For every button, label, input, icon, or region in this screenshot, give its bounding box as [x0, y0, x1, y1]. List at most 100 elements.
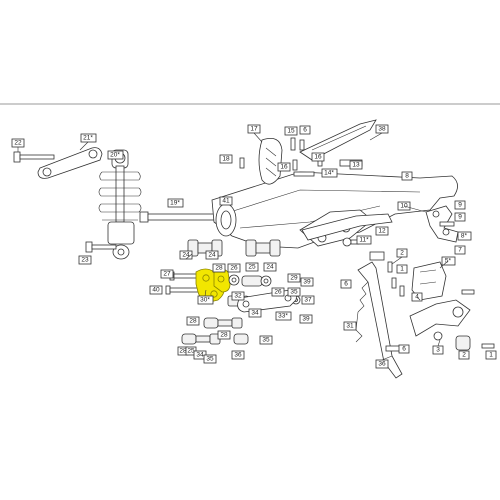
- svg-text:25: 25: [248, 264, 256, 271]
- chain-guide-38: [299, 119, 377, 161]
- label-28-c: 28: [217, 330, 231, 340]
- label-1-low: 1: [485, 350, 497, 360]
- label-6-low: 6: [398, 344, 410, 354]
- label-26-b: 26: [271, 287, 285, 297]
- label-19: 19*: [167, 198, 184, 208]
- svg-text:29: 29: [290, 275, 298, 282]
- lower-bushings: [181, 317, 249, 345]
- svg-text:2: 2: [400, 250, 404, 257]
- label-7: 7: [454, 245, 466, 255]
- svg-text:36: 36: [378, 361, 386, 368]
- label-35-c: 35: [203, 354, 217, 364]
- svg-text:33*: 33*: [278, 313, 288, 320]
- label-34-a: 34: [248, 308, 262, 318]
- svg-text:21*: 21*: [83, 135, 93, 142]
- svg-text:6: 6: [402, 346, 406, 353]
- swingarm: [211, 171, 458, 249]
- svg-text:36: 36: [234, 352, 242, 359]
- svg-text:16: 16: [280, 164, 288, 171]
- label-6-mid: 6: [340, 279, 352, 289]
- label-31: 31: [343, 321, 357, 331]
- svg-text:11*: 11*: [359, 237, 369, 244]
- label-40: 40: [149, 285, 163, 295]
- bolt-22: [13, 151, 55, 163]
- bolt-23: [85, 241, 117, 253]
- label-13: 13: [349, 160, 363, 170]
- footpeg-bracket: [425, 205, 459, 243]
- svg-text:23: 23: [81, 257, 89, 264]
- label-21: 21*: [80, 133, 97, 143]
- svg-text:41: 41: [222, 198, 230, 205]
- label-28-a: 28: [212, 263, 226, 273]
- label-1-top: 1: [396, 264, 408, 274]
- svg-text:26: 26: [230, 265, 238, 272]
- dogbone-33: [237, 289, 297, 313]
- svg-text:7: 7: [458, 247, 462, 254]
- label-24-b: 24: [205, 250, 219, 260]
- label-28-b: 28: [186, 316, 200, 326]
- svg-text:35: 35: [206, 356, 214, 363]
- kickstand: [355, 251, 409, 379]
- svg-text:6: 6: [303, 127, 307, 134]
- label-39-a: 39: [300, 277, 314, 287]
- svg-text:15: 15: [287, 128, 295, 135]
- label-16-b: 16: [311, 152, 325, 162]
- label-27: 27: [160, 269, 174, 279]
- label-41: 41: [219, 196, 233, 206]
- label-26-a: 26: [227, 263, 241, 273]
- svg-text:22: 22: [14, 140, 22, 147]
- svg-text:8*: 8*: [461, 233, 468, 240]
- svg-text:24: 24: [182, 252, 190, 259]
- svg-text:9: 9: [458, 202, 462, 209]
- label-24-c: 24: [263, 262, 277, 272]
- label-17: 17: [247, 124, 261, 134]
- label-16-a: 16: [277, 162, 291, 172]
- label-18: 18: [219, 154, 233, 164]
- leader-lines: [17, 132, 449, 361]
- label-36-a: 36: [231, 350, 245, 360]
- link-21: [37, 147, 103, 179]
- bushings-24-25: [187, 239, 281, 257]
- label-2-low: 2: [458, 350, 470, 360]
- svg-text:28: 28: [220, 332, 228, 339]
- label-37: 37: [301, 295, 315, 305]
- svg-text:8: 8: [405, 173, 409, 180]
- svg-text:1: 1: [489, 352, 493, 359]
- label-2-top: 2: [396, 248, 408, 258]
- svg-text:28: 28: [215, 265, 223, 272]
- svg-text:25: 25: [187, 348, 195, 355]
- svg-text:39: 39: [302, 316, 310, 323]
- axle-19: [139, 211, 215, 223]
- label-39-b: 39: [299, 314, 313, 324]
- svg-text:3: 3: [436, 347, 440, 354]
- svg-text:39: 39: [303, 279, 311, 286]
- linkage-plate-30-highlighted: [195, 268, 231, 303]
- right-parts: [391, 261, 495, 351]
- label-11: 11*: [356, 235, 372, 245]
- svg-text:27: 27: [163, 271, 171, 278]
- svg-text:2: 2: [462, 352, 466, 359]
- svg-text:6: 6: [344, 281, 348, 288]
- label-38: 38: [375, 124, 389, 134]
- svg-text:14*: 14*: [324, 170, 334, 177]
- label-33: 33*: [275, 311, 292, 321]
- svg-text:28: 28: [189, 318, 197, 325]
- svg-text:31: 31: [346, 323, 354, 330]
- label-35-b: 35: [259, 335, 273, 345]
- guard-17: [258, 137, 283, 185]
- svg-text:5*: 5*: [445, 258, 452, 265]
- label-3: 3: [432, 345, 444, 355]
- label-29: 29: [287, 273, 301, 283]
- label-6-top: 6: [299, 125, 311, 135]
- svg-text:17: 17: [250, 126, 258, 133]
- label-14: 14*: [321, 168, 338, 178]
- svg-text:24: 24: [266, 264, 274, 271]
- svg-text:16: 16: [314, 154, 322, 161]
- shock-absorber: [98, 149, 142, 260]
- svg-text:32: 32: [234, 293, 242, 300]
- svg-text:28: 28: [179, 348, 187, 355]
- chain-slider-12: [301, 213, 393, 241]
- label-5: 5*: [441, 256, 456, 266]
- label-23: 23: [78, 255, 92, 265]
